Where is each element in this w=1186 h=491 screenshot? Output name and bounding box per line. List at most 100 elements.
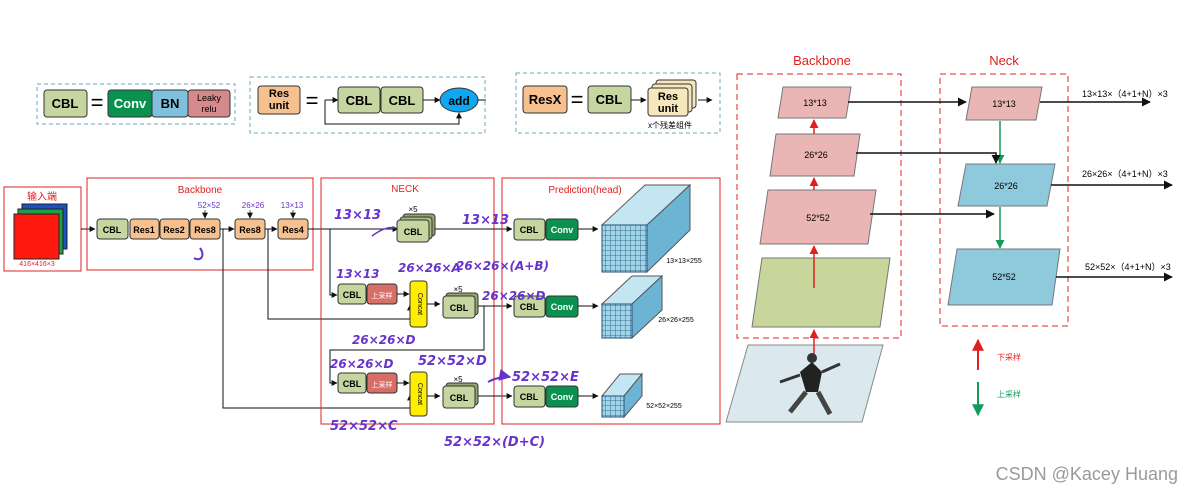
legend-conv-label: Conv (114, 96, 147, 111)
legend-resx-eq: = (571, 87, 584, 112)
pred-out-52: 52×52×255 (646, 403, 682, 410)
neck-concat-2: Concat (416, 383, 423, 405)
right-bb-26: 26*26 (804, 150, 828, 160)
prediction-section: Prediction(head) CBL Conv 13×13×255 CBL … (501, 177, 721, 425)
hw-13x13-a: 13×13 (334, 208, 381, 223)
right-neck-13: 13*13 (992, 99, 1016, 109)
input-size: 416×416×3 (19, 261, 55, 268)
right-out-52: 52×52×（4+1+N）×3 (1085, 262, 1171, 272)
legend-bn-label: BN (161, 96, 180, 111)
neck-concat-1: Concat (416, 293, 423, 315)
svg-text:Res8: Res8 (239, 225, 261, 235)
neck-cbl-top: CBL (404, 227, 423, 237)
input-block: 输入端 416×416×3 (3, 186, 82, 272)
hw-52x52xC: 52×52×C (330, 419, 398, 434)
prediction-title: Prediction(head) (548, 185, 621, 196)
up-sample-label: 上采样 (997, 389, 1021, 399)
svg-text:Res1: Res1 (133, 225, 155, 235)
legend-resunit-l2: unit (269, 100, 289, 112)
neck-cbl-mid: CBL (343, 290, 362, 300)
legend-resx-label: ResX (529, 92, 562, 107)
hw-26x26xD-a: 26×26×D (482, 289, 546, 303)
legend-add-label: add (448, 94, 469, 108)
right-backbone: Backbone 52*52 26*26 13*13 (736, 53, 902, 339)
svg-text:Res8: Res8 (194, 225, 216, 235)
legend-leaky-label-1: Leaky (197, 93, 222, 103)
neck-times-1: ×5 (408, 205, 418, 214)
right-neck-52: 52*52 (992, 272, 1016, 282)
backbone-block-res1: Res1 (129, 218, 160, 240)
legend-resx-res-l1: Res (658, 91, 678, 103)
right-backbone-title: Backbone (793, 53, 851, 68)
hw-13x13-b: 13×13 (462, 213, 509, 228)
right-out-13: 13×13×（4+1+N）×3 (1082, 89, 1168, 99)
backbone-size-13: 13×13 (281, 201, 304, 210)
backbone-size-26: 26×26 (242, 201, 265, 210)
right-neck-26: 26*26 (994, 181, 1018, 191)
legend-resunit-cbl1: CBL (346, 93, 373, 108)
legend-resunit-l1: Res (269, 88, 289, 100)
legend-resunit-cbl2: CBL (389, 93, 416, 108)
svg-text:Res2: Res2 (163, 225, 185, 235)
legend-resx-cbl: CBL (596, 92, 623, 107)
backbone-section: Backbone 52×52 26×26 13×13 CBL Res1 Res2… (86, 177, 314, 271)
neck-cbl-mid-out: CBL (450, 303, 469, 313)
right-bb-52: 52*52 (806, 213, 830, 223)
right-bb-13: 13*13 (803, 98, 827, 108)
output-cube-13 (600, 183, 692, 274)
right-neck-title: Neck (989, 53, 1019, 68)
neck-times-3: ×5 (453, 375, 463, 384)
backbone-block-res2: Res2 (159, 218, 190, 240)
hw-26x26xAB: 26×26×(A+B) (456, 259, 549, 273)
svg-text:Res4: Res4 (282, 225, 304, 235)
backbone-title: Backbone (178, 185, 223, 196)
neck-upsample-1: 上采样 (372, 291, 393, 300)
svg-text:CBL: CBL (103, 225, 122, 235)
legend-resx-res-l2: unit (658, 103, 678, 115)
right-neck: Neck 13*13 26*26 52*52 (939, 53, 1069, 327)
legend-resunit-eq: = (306, 88, 319, 113)
backbone-size-52: 52×52 (198, 201, 221, 210)
output-cube-52 (600, 372, 644, 419)
neck-section: NECK ×5 CBL CBL 上采样 Concat ×5 CBL CBL 上采… (320, 177, 513, 425)
pred-conv-3: Conv (551, 392, 574, 402)
pred-cbl-3: CBL (520, 392, 539, 402)
hw-52x52xE: 52×52×E (512, 370, 579, 385)
input-title: 输入端 (27, 190, 57, 203)
backbone-block-res8-b: Res8 (234, 218, 266, 240)
output-cube-26 (600, 274, 664, 340)
hw-26x26xD-c: 26×26×D (330, 357, 394, 371)
watermark: CSDN @Kacey Huang (995, 464, 1178, 484)
hw-26x26xD-b: 26×26×D (352, 333, 416, 347)
hw-52x52xDC: 52×52×(D+C) (444, 435, 545, 450)
legend-resx: ResX = CBL Res unit x个残差组件 (515, 72, 721, 134)
handwritten-annotations: 13×13 13×13 13×13 26×26×A 26×26×(A+B) 26… (193, 208, 579, 450)
pred-cbl-2: CBL (520, 302, 539, 312)
neck-upsample-2: 上采样 (372, 380, 393, 389)
pred-conv-2: Conv (551, 302, 574, 312)
backbone-block-cbl: CBL (96, 218, 129, 240)
hw-13x13-c: 13×13 (336, 267, 379, 281)
neck-title: NECK (391, 184, 419, 195)
legend-res-unit: Res unit = CBL CBL add (249, 76, 486, 134)
hw-26x26xA: 26×26×A (398, 261, 461, 275)
pred-out-26: 26×26×255 (658, 317, 694, 324)
neck-times-2: ×5 (453, 285, 463, 294)
legend-cbl-eq: = (91, 90, 104, 115)
right-connections (848, 97, 1173, 282)
down-sample-label: 下采样 (997, 352, 1021, 362)
neck-cbl-bot-out: CBL (450, 393, 469, 403)
arrow-legend: 下采样 上采样 (972, 338, 1021, 417)
input-photo (725, 329, 884, 423)
legend-leaky-label-2: relu (201, 104, 216, 114)
backbone-block-res8-a: Res8 (189, 218, 221, 240)
legend-resx-note: x个残差组件 (648, 120, 692, 130)
right-out-26: 26×26×（4+1+N）×3 (1082, 169, 1168, 179)
pred-cbl-1: CBL (520, 225, 539, 235)
legend-cbl-label: CBL (52, 96, 79, 111)
hw-52x52xD: 52×52×D (418, 354, 487, 369)
backbone-block-res4: Res4 (277, 218, 309, 240)
pred-out-13: 13×13×255 (666, 258, 702, 265)
neck-cbl-bot: CBL (343, 379, 362, 389)
